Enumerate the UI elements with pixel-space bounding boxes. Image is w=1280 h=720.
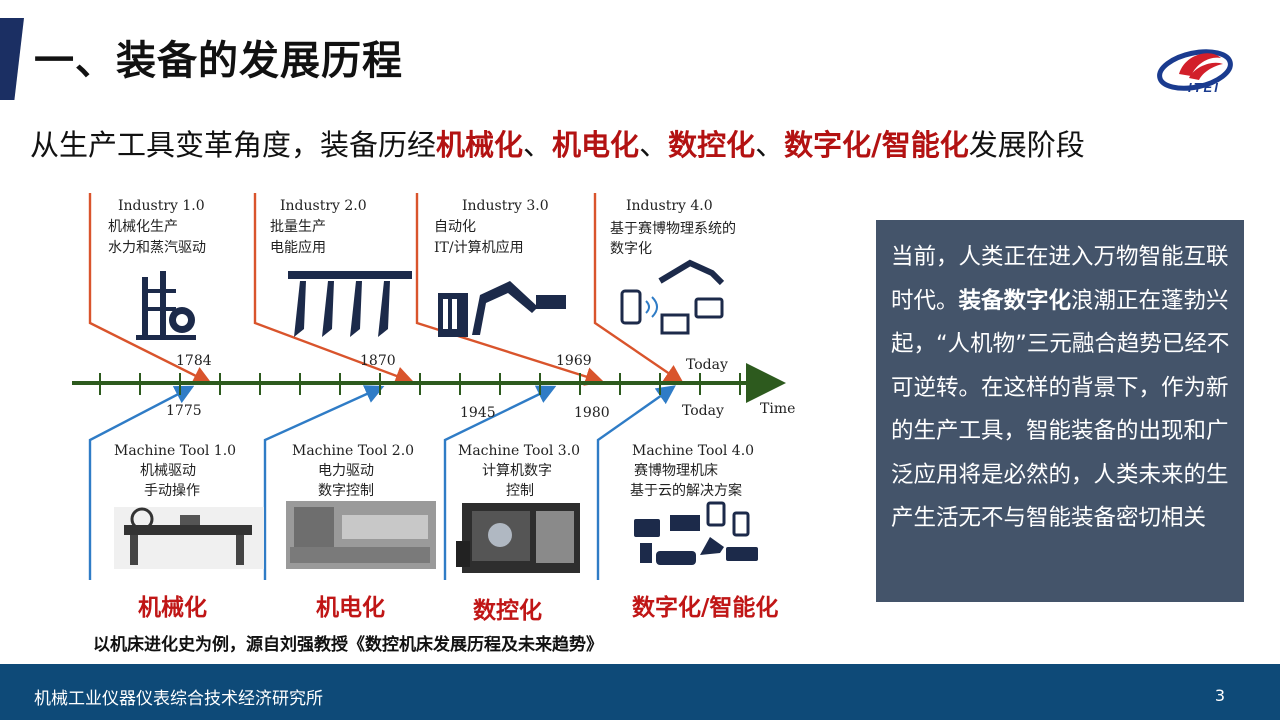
- industry-year: Today: [686, 357, 728, 373]
- industry-arrow-1: [88, 193, 213, 385]
- machine-year: Today: [682, 403, 724, 419]
- machine-title: Machine Tool 4.0: [632, 443, 754, 459]
- machine-block-2: 1945 Machine Tool 2.0 电力驱动 数字控制: [292, 405, 496, 499]
- stage-highlight-nc: 数控化: [668, 128, 756, 162]
- industry-arrow-3: [415, 193, 605, 386]
- info-text: 当前，人类正在进入万物智能互联时代。: [891, 244, 1229, 314]
- machine-line: 计算机数字: [482, 463, 552, 479]
- stage-label-nc: 数控化: [473, 598, 542, 624]
- title-accent-bar: [0, 18, 24, 100]
- machine-line: 基于云的解决方案: [630, 482, 742, 499]
- stage-highlight-digital: 数字化/智能化: [784, 128, 969, 162]
- machine-arrow-2: [263, 385, 385, 580]
- subtitle-sep: 、: [639, 128, 669, 162]
- machine-block-4: Today Machine Tool 4.0 赛博物理机床 基于云的解决方案: [630, 403, 754, 499]
- machine-line: 机械驱动: [140, 463, 196, 479]
- subtitle-sep: 、: [755, 128, 785, 162]
- industry-title: Industry 3.0: [462, 198, 549, 214]
- machine-line: 赛博物理机床: [634, 462, 718, 479]
- info-bold: 装备数字化: [958, 287, 1072, 314]
- footer-organization: 机械工业仪器仪表综合技术经济研究所: [34, 689, 323, 709]
- industry-title: Industry 2.0: [280, 198, 367, 214]
- info-paragraph: 当前，人类正在进入万物智能互联时代。装备数字化浪潮正在蓬勃兴起，“人机物”三元融…: [891, 236, 1234, 541]
- timeline-axis-label: Time: [760, 401, 795, 417]
- machine-arrow-4: [596, 385, 676, 580]
- smart-factory-icons: [634, 501, 758, 565]
- machine-title: Machine Tool 3.0: [458, 443, 580, 459]
- machine-year: 1945: [460, 405, 496, 421]
- timeline-ticks: [99, 373, 741, 395]
- industry-line: 基于赛博物理系统的: [610, 220, 736, 237]
- industry-line: 水力和蒸汽驱动: [108, 240, 206, 256]
- industry-arrows: [88, 193, 684, 386]
- machine-line: 电力驱动: [318, 463, 374, 479]
- machine-block-1: 1775 Machine Tool 1.0 机械驱动 手动操作: [114, 403, 236, 499]
- machine-arrow-1: [88, 385, 195, 580]
- industry-year: 1784: [176, 353, 212, 369]
- machine-arrows: [88, 385, 676, 580]
- industry-line: 电能应用: [270, 239, 326, 256]
- stage-label-mechanization: 机械化: [138, 595, 207, 621]
- page-title: 一、装备的发展历程: [34, 38, 403, 84]
- figure-caption: 以机床进化史为例，源自刘强教授《数控机床发展历程及未来趋势》: [93, 635, 603, 655]
- industry-year: 1870: [360, 353, 396, 369]
- stage-highlight-electromechanical: 机电化: [552, 128, 640, 162]
- industry-block-1: Industry 1.0 机械化生产 水力和蒸汽驱动 1784: [108, 198, 212, 369]
- evolution-timeline-figure: Time Industry 1.0 机械化生产 水力和蒸汽驱动 1784 Ind…: [72, 193, 795, 580]
- manual-lathe-image: [114, 507, 264, 569]
- subtitle-text-end: 发展阶段: [968, 128, 1085, 162]
- industry-block-3: Industry 3.0 自动化 IT/计算机应用 1969: [434, 198, 592, 369]
- industry-arrow-2: [253, 193, 415, 385]
- subtitle-text: 从生产工具变革角度，装备历经: [30, 128, 437, 162]
- footer-bar: 机械工业仪器仪表综合技术经济研究所 3: [0, 664, 1280, 720]
- machine-year: 1980: [574, 405, 610, 421]
- industry-year: 1969: [556, 353, 592, 369]
- machine-line: 数字控制: [318, 483, 374, 499]
- info-text-rest: 浪潮正在蓬勃兴起，“人机物”三元融合趋势已经不可逆转。在这样的背景下，作为新的生…: [891, 287, 1230, 532]
- machine-line: 控制: [506, 483, 534, 499]
- machine-year: 1775: [166, 403, 202, 419]
- machine-block-3: 1980 Machine Tool 3.0 计算机数字 控制: [458, 405, 610, 499]
- assembly-line-icon: [288, 271, 412, 337]
- machine-title: Machine Tool 1.0: [114, 443, 236, 459]
- subtitle-sep: 、: [523, 128, 553, 162]
- nc-machine-photo: [286, 501, 436, 569]
- industry-line: 自动化: [434, 219, 476, 235]
- logo-text: ITEI: [1188, 80, 1220, 95]
- industry-title: Industry 1.0: [118, 198, 205, 214]
- industry-block-2: Industry 2.0 批量生产 电能应用 1870: [270, 198, 396, 369]
- machine-title: Machine Tool 2.0: [292, 443, 414, 459]
- stage-highlight-mechanization: 机械化: [436, 128, 524, 162]
- industry-line: 批量生产: [270, 219, 326, 235]
- robot-arm-icon: [438, 281, 566, 337]
- industry-arrow-4: [593, 193, 684, 384]
- machine-line: 手动操作: [144, 483, 200, 499]
- industry-line: 机械化生产: [108, 219, 178, 235]
- industry-line: IT/计算机应用: [434, 239, 524, 256]
- stage-label-electromechanical: 机电化: [316, 595, 385, 621]
- industry-title: Industry 4.0: [626, 198, 713, 214]
- itei-logo: [1157, 49, 1233, 91]
- spinning-machine-icon: [136, 271, 196, 340]
- machine-arrow-3: [443, 385, 557, 580]
- subtitle: 从生产工具变革角度，装备历经机械化、机电化、数控化、数字化/智能化发展阶段: [30, 122, 1085, 164]
- industry-line: 数字化: [610, 241, 652, 257]
- iot-devices-icon: [620, 259, 725, 335]
- industry-block-4: Industry 4.0 基于赛博物理系统的 数字化 Today: [610, 198, 736, 373]
- cnc-machine-photo: [456, 503, 580, 573]
- stage-label-digital: 数字化/智能化: [632, 595, 779, 621]
- page-number: 3: [1214, 686, 1225, 705]
- info-box: 当前，人类正在进入万物智能互联时代。装备数字化浪潮正在蓬勃兴起，“人机物”三元融…: [876, 220, 1244, 602]
